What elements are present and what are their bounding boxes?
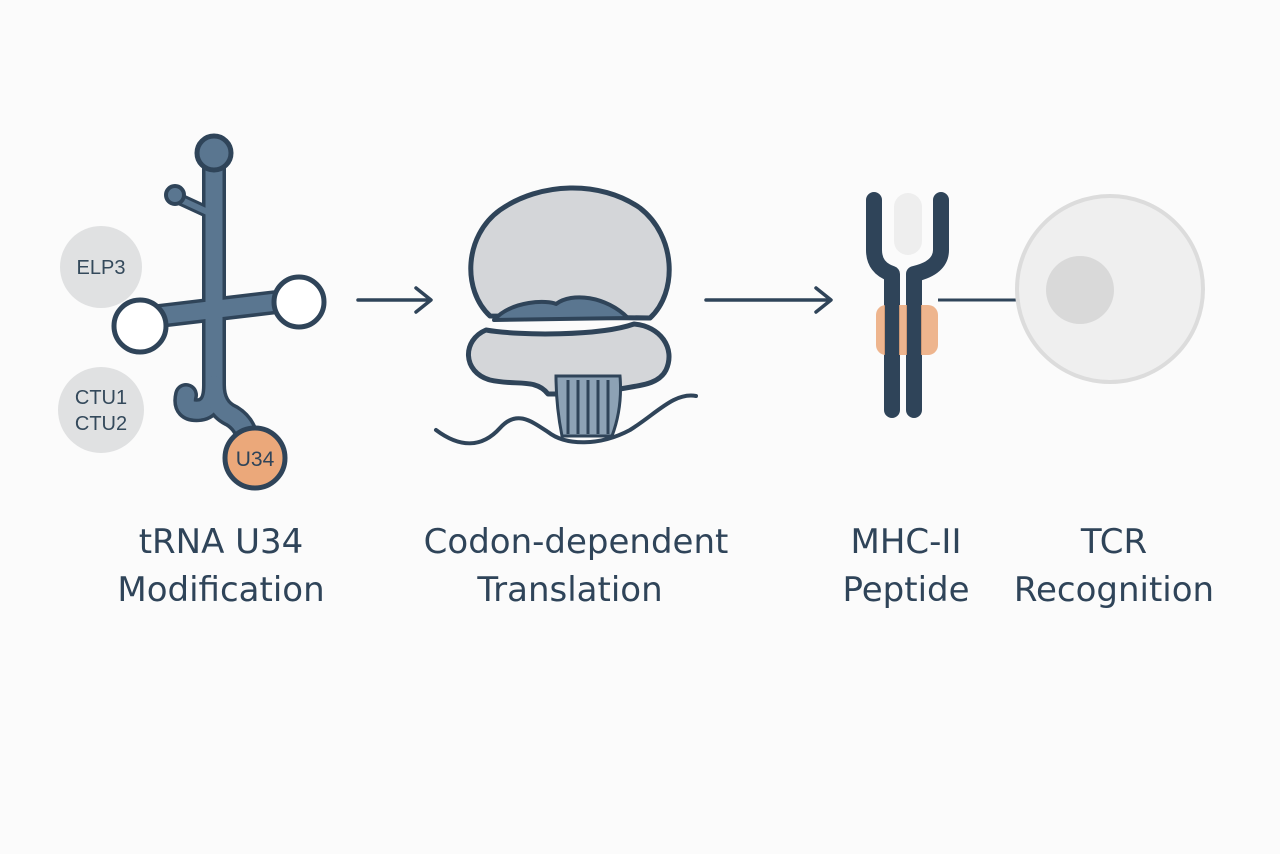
step2-caption-line2: Translation bbox=[476, 570, 662, 610]
step3-caption-line2: Peptide bbox=[842, 570, 969, 610]
step2-caption-line1: Codon-dependent bbox=[424, 522, 729, 562]
u34-label: U34 bbox=[236, 448, 275, 471]
trna-illustration bbox=[58, 136, 324, 488]
step3-caption-line1: MHC-II bbox=[851, 522, 962, 562]
ctu2-label: CTU2 bbox=[75, 413, 127, 435]
arrow-1-icon bbox=[358, 288, 431, 312]
trna-left-loop bbox=[114, 300, 166, 352]
ctu1-label: CTU1 bbox=[75, 387, 127, 409]
trna-top-knob bbox=[197, 136, 231, 170]
elp3-label: ELP3 bbox=[77, 257, 126, 279]
step1-caption-line1: tRNA U34 bbox=[139, 522, 304, 562]
ribosome-illustration bbox=[436, 188, 696, 443]
trna-small-knob bbox=[166, 186, 184, 204]
t-cell-illustration bbox=[1017, 196, 1203, 382]
trna-right-loop bbox=[274, 277, 324, 327]
step4-caption-line1: TCR bbox=[1080, 522, 1147, 562]
ctu-chip bbox=[58, 367, 144, 453]
step4-caption-line2: Recognition bbox=[1014, 570, 1214, 610]
t-cell-nucleus bbox=[1046, 256, 1114, 324]
step1-caption-line2: Modification bbox=[117, 570, 324, 610]
mhc-groove bbox=[894, 193, 922, 255]
arrow-2-icon bbox=[706, 288, 831, 312]
mhc-ii-illustration bbox=[874, 193, 1018, 410]
